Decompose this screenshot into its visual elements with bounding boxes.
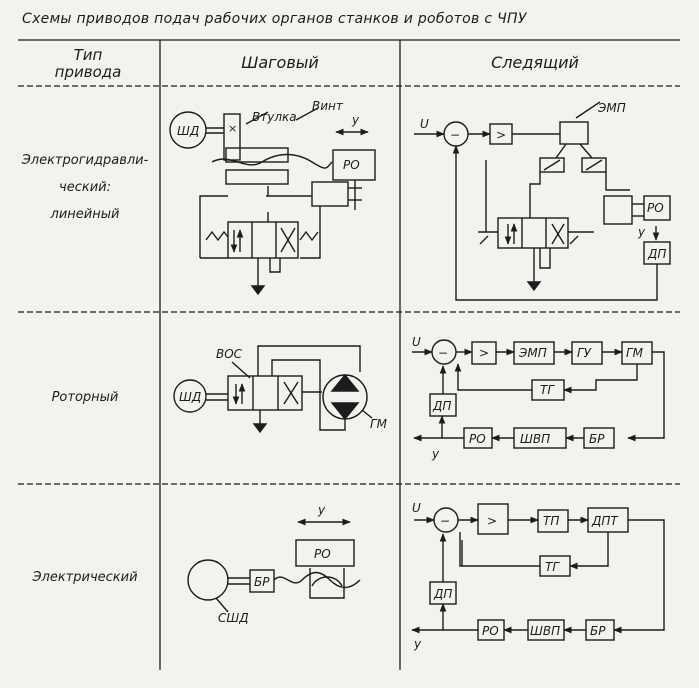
table-grid <box>18 39 680 670</box>
shd-label-2: ШД <box>179 390 201 404</box>
minus-1: − <box>450 128 460 142</box>
row-label-rotary: Роторный <box>51 390 119 405</box>
ro-label-3: РО <box>469 432 486 446</box>
row-label-electrohydraulic-3: линейный <box>50 207 120 222</box>
u-label-3: U <box>412 501 421 515</box>
stepper-rotary-scheme <box>173 345 373 434</box>
gu-label: ГУ <box>577 346 592 360</box>
servo-rotary-scheme <box>412 339 665 449</box>
header-stepper: Шаговый <box>241 53 319 72</box>
y-label-1: у <box>351 113 360 127</box>
page-title: Схемы приводов подач рабочих органов ста… <box>22 11 527 27</box>
dpt-label: ДПТ <box>591 514 619 528</box>
ro-label-2: РО <box>647 201 664 215</box>
br-label-1: БР <box>589 432 605 446</box>
shd-label-1: ШД <box>177 124 199 138</box>
emp-label-1: ЭМП <box>597 101 626 115</box>
y-label-4: у <box>317 503 326 517</box>
header-type-line2: привода <box>54 63 122 81</box>
header-type-line1: Тип <box>73 46 103 64</box>
stepper-electrohydraulic-scheme <box>169 107 376 296</box>
tg-label-1: ТГ <box>540 383 555 397</box>
y-label-5: у <box>413 637 422 651</box>
gm-label-2: ГМ <box>626 346 644 360</box>
dp-label-2: ДП <box>432 399 451 413</box>
x-mark: × <box>228 122 237 135</box>
dp-label-3: ДП <box>433 587 452 601</box>
minus-2: − <box>438 346 448 360</box>
amp-1: > <box>496 128 506 142</box>
ro-label-4: РО <box>314 547 331 561</box>
u-label-2: U <box>412 335 421 349</box>
br-label-3: БР <box>590 624 606 638</box>
servo-electrohydraulic-scheme <box>414 101 671 301</box>
vint-label: Винт <box>312 99 344 113</box>
stepper-electric-scheme <box>187 518 361 613</box>
amp-3: > <box>487 514 497 528</box>
y-label-3: у <box>431 447 440 461</box>
row-label-electrohydraulic-1: Электрогидравли- <box>21 153 149 168</box>
tg-label-2: ТГ <box>545 560 560 574</box>
vtulka-label: Втулка <box>252 110 297 124</box>
amp-2: > <box>479 346 489 360</box>
ro-label-5: РО <box>482 624 499 638</box>
u-label-1: U <box>420 117 429 131</box>
dp-label-1: ДП <box>647 247 666 261</box>
servo-electric-scheme <box>411 503 665 641</box>
voc-label: ВОС <box>216 347 243 361</box>
gm-label-1: ГМ <box>370 417 388 431</box>
minus-3: − <box>440 514 450 528</box>
y-label-2: у <box>637 225 646 239</box>
sshd-label: СШД <box>218 611 249 625</box>
emp-label-2: ЭМП <box>518 346 547 360</box>
row-label-electric: Электрический <box>32 570 138 585</box>
header-servo: Следящий <box>491 53 579 72</box>
tp-label: ТП <box>543 514 559 528</box>
ro-label-1: РО <box>343 158 360 172</box>
shvp-label-1: ШВП <box>520 432 550 446</box>
row-label-electrohydraulic-2: ческий: <box>59 180 111 195</box>
br-label-2: БР <box>254 575 270 589</box>
shvp-label-2: ШВП <box>530 624 560 638</box>
